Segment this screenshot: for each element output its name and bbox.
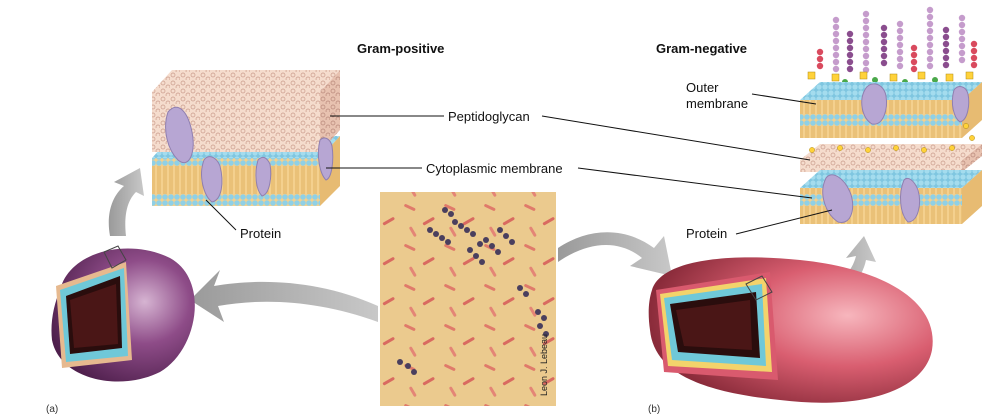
panel-label-b: (b)	[648, 404, 661, 415]
leader-protein-gp	[205, 199, 237, 231]
leader-protein-gn	[735, 209, 833, 235]
leader-peptidoglycan-gn	[541, 115, 811, 161]
gn-protein-4	[900, 177, 921, 223]
peptidoglycan-label: Peptidoglycan	[448, 109, 530, 124]
arrow-micrograph-to-positive	[190, 270, 378, 322]
arrows	[108, 168, 876, 322]
gp-protein-2	[201, 156, 223, 203]
lps-chains	[807, 6, 978, 85]
gp-pg-side	[320, 70, 340, 152]
gram-negative-title: Gram-negative	[656, 41, 748, 56]
arrow-micrograph-to-negative	[558, 232, 672, 276]
gn-protein-1	[861, 83, 887, 125]
leader-cyto-gn	[577, 167, 813, 199]
protein-label-positive: Protein	[240, 226, 282, 241]
panel-label-a: (a)	[46, 404, 59, 415]
gn-protein-2	[951, 86, 970, 123]
gram-negative-wall	[800, 6, 982, 224]
cytoplasmic-membrane-label: Cytoplasmic membrane	[426, 161, 563, 176]
gn-pg-front	[800, 160, 962, 172]
gp-protein-3	[255, 156, 272, 197]
gn-pg-side	[962, 144, 982, 172]
gn-pg-top	[800, 144, 982, 160]
gram-negative-cell	[648, 257, 933, 403]
gram-stain-micrograph	[380, 192, 556, 406]
gn-cyto-side	[962, 170, 982, 224]
gp-pg-top	[152, 70, 340, 92]
gn-outer-top	[800, 82, 982, 100]
gram-positive-title: Gram-positive	[357, 41, 445, 56]
arrow-positive-cell-up	[108, 168, 144, 236]
outer-membrane-label-line2: membrane	[686, 96, 749, 111]
gram-positive-wall	[152, 70, 340, 206]
gram-positive-cell	[51, 245, 195, 382]
outer-membrane-label-line1: Outer	[686, 80, 719, 95]
protein-label-negative: Protein	[686, 226, 728, 241]
leader-outer-membrane	[751, 93, 817, 105]
gp-protein-1	[165, 106, 194, 163]
gp-membrane-front	[152, 158, 320, 206]
photo-credit: Leon J. Lebeau	[539, 333, 549, 396]
leader-lines	[205, 93, 833, 235]
